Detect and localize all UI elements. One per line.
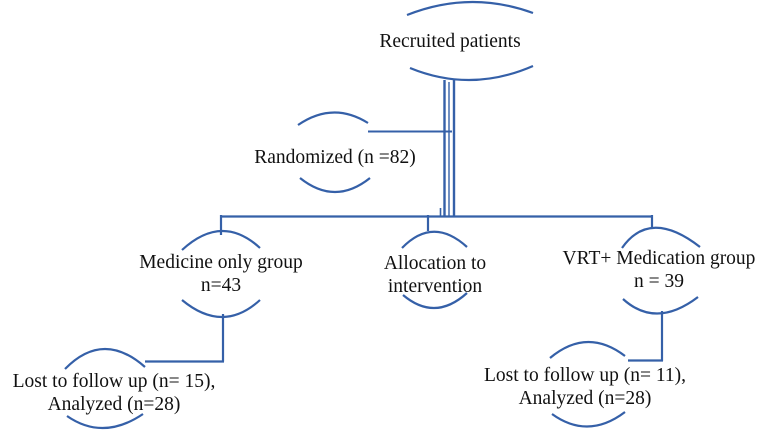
ellipse-randomized-top-arc <box>297 111 369 126</box>
ellipse-allocation-top-arc <box>401 230 468 249</box>
ellipse-medicine-bottom-arc <box>181 299 261 319</box>
node-vrt-line-1: VRT+ Medication group <box>562 248 756 269</box>
node-recruited-line-1: Recruited patients <box>379 31 521 52</box>
node-medicine-outcome-line-2: Analyzed (n=28) <box>47 394 181 415</box>
ellipse-recruited-top-arc <box>406 0 534 17</box>
ellipse-randomized-bottom-arc <box>299 177 371 194</box>
ellipse-lost-left-top-arc <box>64 347 146 370</box>
node-allocation-to-intervention: Allocation to intervention <box>384 252 486 298</box>
node-allocation-line-2: intervention <box>387 276 483 297</box>
node-vrt-outcome: Lost to follow up (n= 11), Analyzed (n=2… <box>484 364 686 410</box>
node-vrt-medication-group: VRT+ Medication group n = 39 <box>563 247 756 293</box>
node-medicine-outcome: Lost to follow up (n= 15), Analyzed (n=2… <box>13 370 216 416</box>
ellipse-vrt-top-arc <box>621 226 701 249</box>
ellipse-allocation-bottom-arc <box>402 292 468 310</box>
node-medicine-line-1: Medicine only group <box>139 252 303 273</box>
node-allocation-line-1: Allocation to <box>383 253 487 274</box>
node-randomized: Randomized (n =82) <box>254 146 416 169</box>
ellipse-lost-right-bottom-arc <box>551 411 626 428</box>
node-medicine-only-group: Medicine only group n=43 <box>139 251 303 297</box>
node-medicine-line-2: n=43 <box>200 275 242 296</box>
node-recruited-patients: Recruited patients <box>379 30 520 53</box>
node-medicine-outcome-line-1: Lost to follow up (n= 15), <box>12 371 216 392</box>
ellipse-vrt-bottom-arc <box>622 296 699 315</box>
ellipse-lost-left-bottom-arc <box>66 413 144 430</box>
ellipse-recruited-bottom-arc <box>409 64 534 82</box>
node-vrt-outcome-line-1: Lost to follow up (n= 11), <box>483 365 687 386</box>
ellipse-lost-right-top-arc <box>549 340 626 359</box>
node-vrt-line-2: n = 39 <box>633 271 684 292</box>
node-vrt-outcome-line-2: Analyzed (n=28) <box>518 388 652 409</box>
node-randomized-line-1: Randomized (n =82) <box>254 147 416 168</box>
